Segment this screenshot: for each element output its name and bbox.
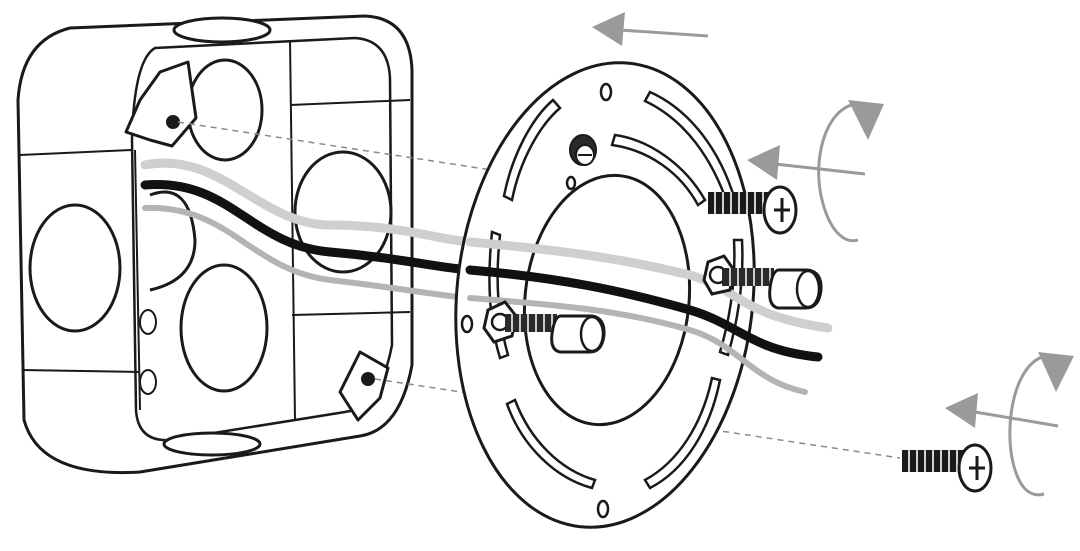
- wire-light-gray-front: [465, 237, 833, 333]
- box-dimple: [139, 309, 157, 335]
- supply-wires: [140, 158, 475, 301]
- box-right-edge: [289, 99, 411, 106]
- supply-wires-front: [465, 237, 833, 395]
- box-ear-hole-lower: [361, 372, 375, 386]
- slot-inner-top: [610, 133, 707, 207]
- left-arrow-icon: [592, 12, 709, 46]
- bracket-screw-upper: [708, 185, 798, 235]
- box-side-edge: [19, 149, 133, 156]
- knockout-partial: [149, 190, 197, 292]
- wire-gray: [142, 204, 473, 301]
- knockout-right: [293, 150, 393, 274]
- wire-black-front: [465, 265, 823, 362]
- box-ear-hole-upper: [166, 115, 180, 129]
- wire-light-gray: [140, 158, 475, 247]
- slot-bottom-left: [505, 398, 597, 490]
- wire-black: [140, 180, 475, 275]
- bracket-hole: [460, 314, 474, 334]
- left-arrow-icon: [945, 393, 1059, 428]
- slot-top-left: [502, 98, 562, 202]
- box-right-edge-lower: [291, 311, 411, 316]
- ground-screw: [569, 134, 597, 166]
- slot-bottom-right: [643, 376, 722, 490]
- box-back-edge: [289, 39, 296, 421]
- left-arrow-icon: [747, 145, 866, 180]
- bracket-hole: [596, 499, 610, 519]
- box-side-edge-lower: [21, 369, 141, 373]
- box-top-edge: [134, 149, 141, 411]
- bracket-hole: [565, 175, 577, 191]
- knockout-top: [172, 16, 272, 44]
- box-mounting-screw-lower: [902, 443, 993, 493]
- rotate-clockwise-icon: [817, 100, 884, 243]
- mounting-bracket: [454, 61, 756, 529]
- junction-box: [16, 14, 414, 475]
- fixture-stud-left: [482, 300, 606, 354]
- box-ear-lower: [338, 350, 390, 422]
- bracket-hole: [599, 82, 613, 102]
- knockout-back-upper: [186, 58, 264, 162]
- box-dimple: [139, 369, 157, 395]
- wire-gray-front: [467, 295, 808, 395]
- rotate-clockwise-icon: [1008, 352, 1074, 497]
- knockout-back-lower: [179, 263, 269, 393]
- knockout-left: [28, 203, 122, 333]
- knockout-bottom: [162, 431, 262, 457]
- fixture-stud-right: [702, 254, 823, 310]
